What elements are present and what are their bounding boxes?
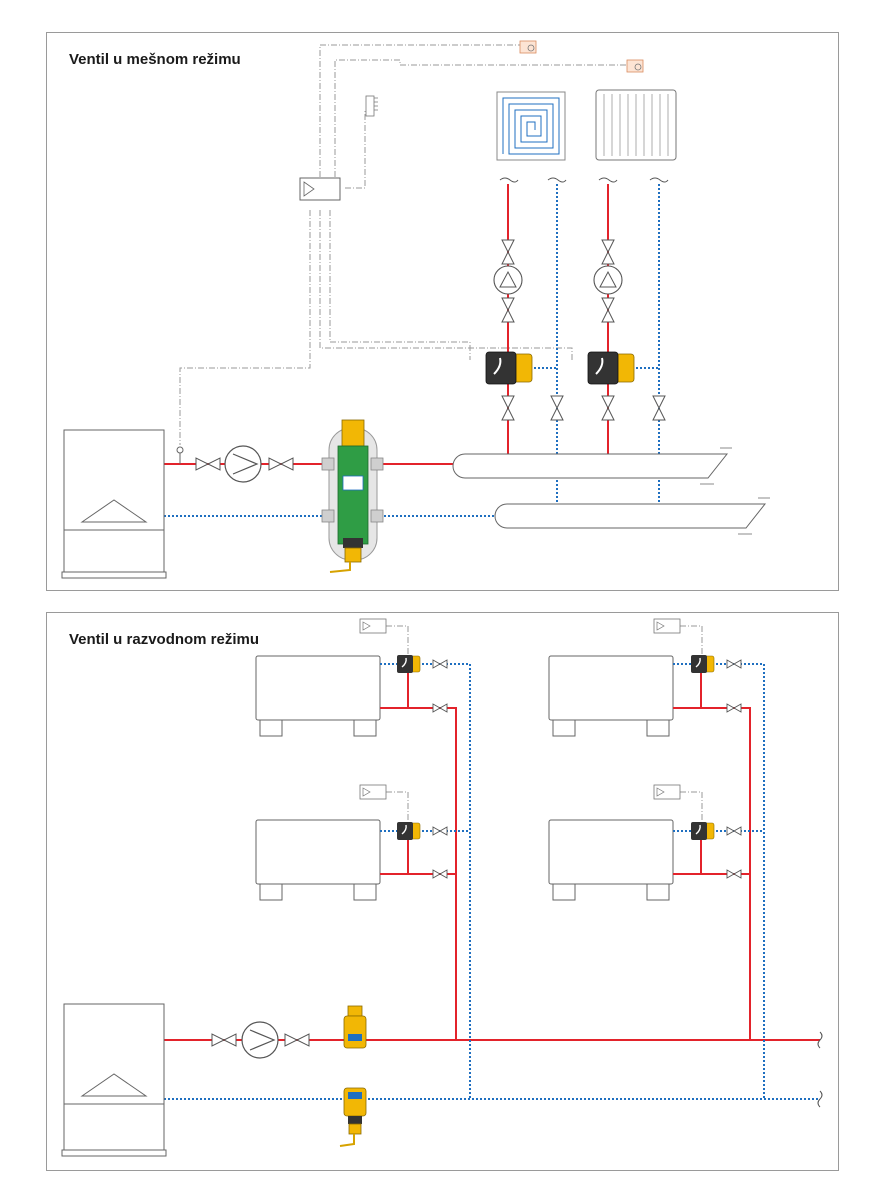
outdoor-sensor-icon — [365, 95, 378, 117]
controller-icon — [359, 784, 387, 800]
panel-title: Ventil u mešnom režimu — [69, 51, 241, 68]
hydraulic-separator-icon — [321, 419, 384, 573]
three-way-valve-icon — [396, 654, 421, 674]
control-wiring — [179, 44, 627, 445]
three-way-valve-icon — [485, 351, 533, 385]
gate-valve-icon — [432, 659, 448, 669]
boiler-icon — [61, 429, 167, 579]
pipe-break-marks — [499, 177, 669, 183]
air-handling-unit-icon — [255, 819, 381, 901]
gate-valve-icon — [601, 395, 615, 421]
dirt-separator-icon — [339, 1087, 367, 1147]
three-way-valve-icon — [396, 821, 421, 841]
temperature-sensor-icon — [176, 446, 184, 464]
controller-icon — [359, 618, 387, 634]
gate-valve-icon — [432, 826, 448, 836]
three-way-valve-icon — [690, 654, 715, 674]
three-way-valve-icon — [587, 351, 635, 385]
gate-valve-icon — [550, 395, 564, 421]
pump-icon — [593, 265, 623, 295]
gate-valve-icon — [726, 659, 742, 669]
gate-valve-icon — [601, 239, 615, 265]
controller-icon — [653, 618, 681, 634]
gate-valve-icon — [726, 703, 742, 713]
pump-icon — [493, 265, 523, 295]
floor-heating-icon — [496, 91, 566, 161]
gate-valve-icon — [601, 297, 615, 323]
boiler-icon — [61, 1003, 167, 1157]
room-thermostat-icon — [626, 59, 644, 73]
gate-valve-icon — [211, 1033, 237, 1047]
control-wiring — [386, 625, 703, 822]
pump-icon — [241, 1021, 279, 1059]
return-manifold — [494, 497, 770, 535]
gate-valve-icon — [268, 457, 294, 471]
room-thermostat-icon — [519, 40, 537, 54]
controller-icon — [653, 784, 681, 800]
radiator-icon — [595, 89, 677, 161]
gate-valve-icon — [195, 457, 221, 471]
air-handling-unit-icon — [548, 655, 674, 737]
gate-valve-icon — [501, 395, 515, 421]
gate-valve-icon — [432, 703, 448, 713]
supply-manifold — [452, 447, 732, 485]
three-way-valve-icon — [690, 821, 715, 841]
controller-icon — [299, 177, 341, 201]
air-handling-unit-icon — [255, 655, 381, 737]
pipe-break-marks — [817, 1031, 823, 1108]
gate-valve-icon — [432, 869, 448, 879]
gate-valve-icon — [284, 1033, 310, 1047]
gate-valve-icon — [726, 869, 742, 879]
air-separator-icon — [343, 1005, 367, 1049]
mixing-mode-panel: Ventil u mešnom režimu — [46, 32, 839, 591]
gate-valve-icon — [652, 395, 666, 421]
gate-valve-icon — [501, 297, 515, 323]
pump-icon — [224, 445, 262, 483]
air-handling-unit-icon — [548, 819, 674, 901]
gate-valve-icon — [501, 239, 515, 265]
supply-pipes — [164, 184, 609, 465]
gate-valve-icon — [726, 826, 742, 836]
